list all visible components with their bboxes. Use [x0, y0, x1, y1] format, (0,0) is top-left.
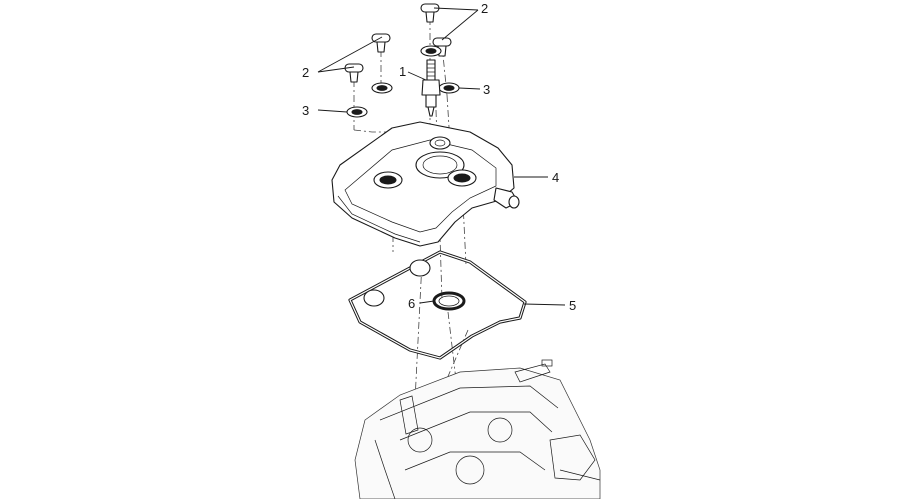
washer-right: [438, 82, 460, 94]
bolt-left: [344, 63, 364, 83]
callout-1: 1: [399, 64, 406, 79]
spark-plug-seal-ring: [432, 291, 466, 311]
callout-6: 6: [408, 296, 415, 311]
callout-3-left: 3: [302, 103, 309, 118]
bolt-mid-left: [371, 33, 391, 53]
callout-labels: 2 2 1 3 3 4 5 6: [302, 1, 576, 313]
bolt-top: [420, 3, 440, 23]
callout-2-top: 2: [481, 1, 488, 16]
callout-2-left: 2: [302, 65, 309, 80]
washer-right-top: [420, 45, 442, 57]
valve-cover: [331, 121, 520, 247]
leader-lines: [317, 7, 566, 306]
washer-left: [346, 106, 368, 118]
callout-4: 4: [552, 170, 559, 185]
spark-plug: [421, 59, 441, 117]
cylinder-head: [354, 359, 601, 499]
washer-mid: [371, 82, 393, 94]
valve-cover-gasket: [348, 250, 527, 360]
callout-3-right: 3: [483, 82, 490, 97]
callout-5: 5: [569, 298, 576, 313]
